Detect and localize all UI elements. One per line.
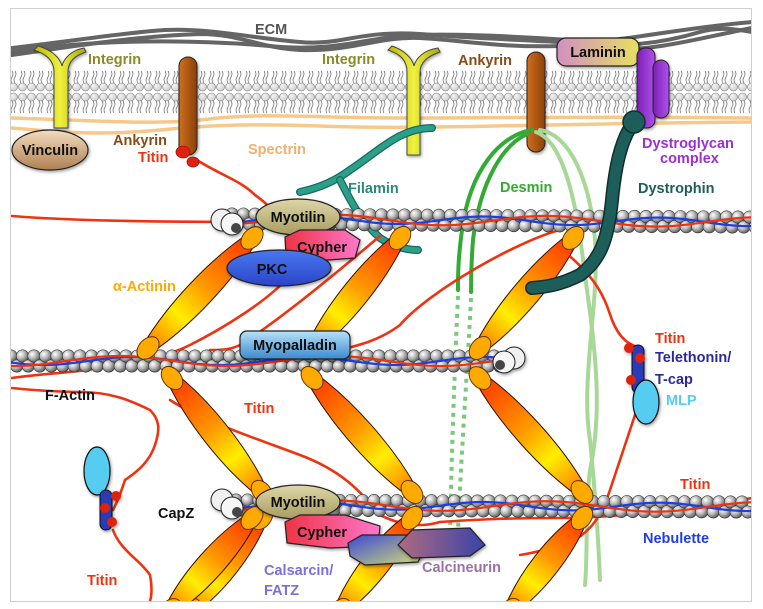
calcineurin [397,527,486,559]
ecm-label: ECM [255,22,287,38]
integrin-left [33,45,87,129]
nebulette-strand [11,355,508,367]
cypher-top-label: Cypher [297,240,347,256]
dystroglycan-label-line2: complex [660,151,719,167]
myotilin-top-label: Myotilin [271,210,326,226]
alpha-actinin-rod [468,366,594,504]
pkc: PKC [226,249,332,287]
capz-middle [492,346,526,374]
filamin-label: Filamin [348,181,399,197]
capz-bottom [210,488,244,520]
vinculin: Vinculin [11,129,89,171]
dystroglycan-label-line1: Dystroglycan [642,136,734,152]
alpha-actinin-rod [300,366,424,504]
mlp-right [632,379,660,425]
titin-bottom-right-label: Titin [680,477,710,493]
myotilin-bottom: Myotilin [255,484,341,520]
dystrophin-label: Dystrophin [638,181,715,197]
myopalladin-label: Myopalladin [253,338,337,354]
alpha-actinin-label: α-Actinin [113,279,176,295]
mlp-right-label: MLP [666,393,697,409]
pkc-label: PKC [257,262,288,278]
desmin-label: Desmin [500,180,552,196]
calsarcin-label-line1: Calsarcin/ [264,563,333,579]
calsarcin-label-line2: FATZ [264,583,299,599]
lipid-bilayer [11,68,751,114]
capz-top [210,208,244,236]
telethonin-label-line2: T-cap [655,372,693,388]
alpha-actinin-rod [468,225,585,361]
integrin-right [387,45,441,156]
ankyrin-right [526,51,546,153]
cypher-bottom-label: Cypher [297,525,347,541]
titin-anchor-top [175,145,200,168]
vinculin-label: Vinculin [22,143,78,159]
myotilin-bottom-label: Myotilin [271,495,326,511]
telethonin-left [99,489,121,531]
titin-right-label: Titin [655,331,685,347]
laminin: Laminin [556,37,640,67]
titin-mid-label: Titin [244,401,274,417]
mlp-left [83,446,111,496]
ankyrin-left [178,56,198,156]
nebulette-label: Nebulette [643,531,709,547]
myotilin-top: Myotilin [255,198,341,236]
calcineurin-label: Calcineurin [422,560,501,576]
alpha-actinin-rod [498,505,594,601]
telethonin-label-line1: Telethonin/ [655,350,731,366]
myopalladin: Myopalladin [239,330,351,360]
dystrophin [525,110,646,295]
spectrin-label: Spectrin [248,142,306,158]
f-actin-label: F-Actin [45,388,95,404]
laminin-label: Laminin [570,45,626,61]
filamin [296,124,436,254]
dystroglycan-complex [636,47,670,129]
ankyrin-left-label: Ankyrin [113,133,167,149]
integrin-left-label: Integrin [88,52,141,68]
capz-label: CapZ [158,506,194,522]
titin-bottom-left-label: Titin [87,573,117,589]
integrin-right-label: Integrin [322,52,375,68]
ankyrin-right-label: Ankyrin [458,53,512,69]
titin-strand [11,354,508,368]
titin-top-label: Titin [138,150,168,166]
